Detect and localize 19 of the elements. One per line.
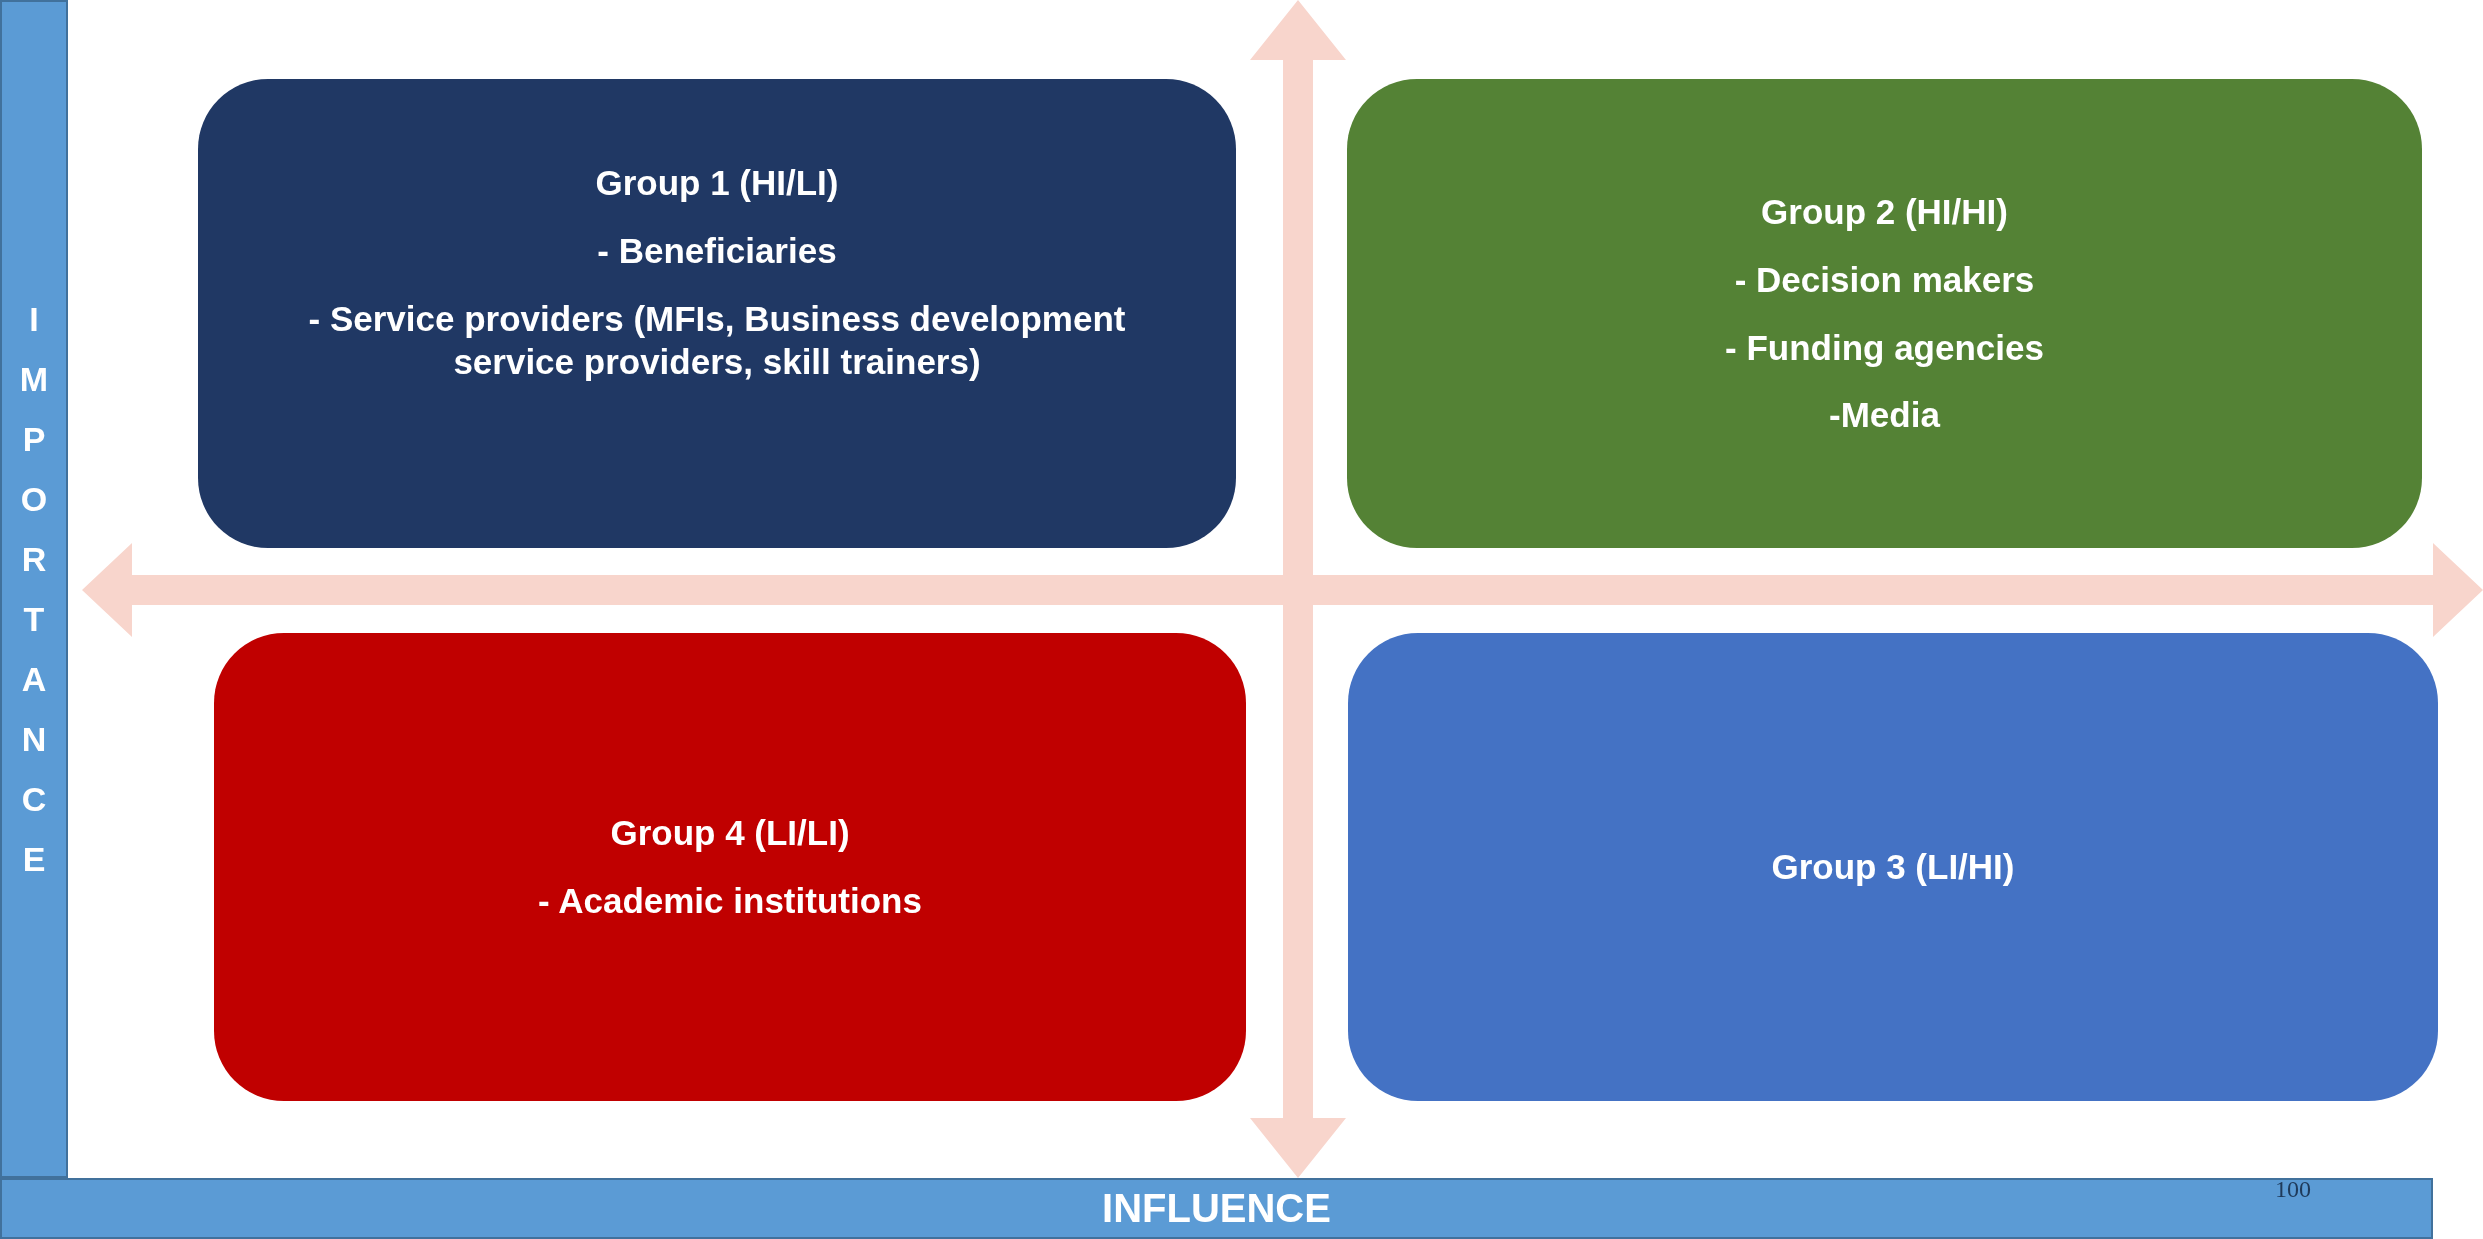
list-item: - Decision makers bbox=[1734, 258, 2035, 301]
axis-title: IMPORTANCE bbox=[19, 299, 49, 880]
group-heading: Group 1 (HI/LI) bbox=[595, 162, 839, 204]
page-number: 100 bbox=[2275, 1176, 2311, 1203]
quadrant-box bbox=[1347, 79, 2422, 548]
axis-title: INFLUENCE bbox=[1102, 1186, 1331, 1231]
quadrant-box bbox=[214, 633, 1246, 1101]
quadrant-box bbox=[198, 79, 1236, 548]
group-heading: Group 4 (LI/LI) bbox=[610, 812, 850, 855]
list-item: - Beneficiaries bbox=[597, 229, 837, 272]
list-item: - Service providers (MFIs, Business development service providers, skill trainers) bbox=[307, 297, 1127, 384]
group-heading: Group 3 (LI/HI) bbox=[1771, 846, 2015, 889]
list-item: - Funding agencies bbox=[1725, 326, 2044, 369]
group-heading: Group 2 (HI/HI) bbox=[1761, 191, 2008, 233]
axis-band bbox=[0, 0, 68, 1178]
list-item: -Media bbox=[1829, 394, 1940, 437]
axis-band bbox=[0, 1178, 2433, 1239]
list-item: - Academic institutions bbox=[538, 880, 922, 922]
quadrant-box bbox=[1348, 633, 2438, 1101]
